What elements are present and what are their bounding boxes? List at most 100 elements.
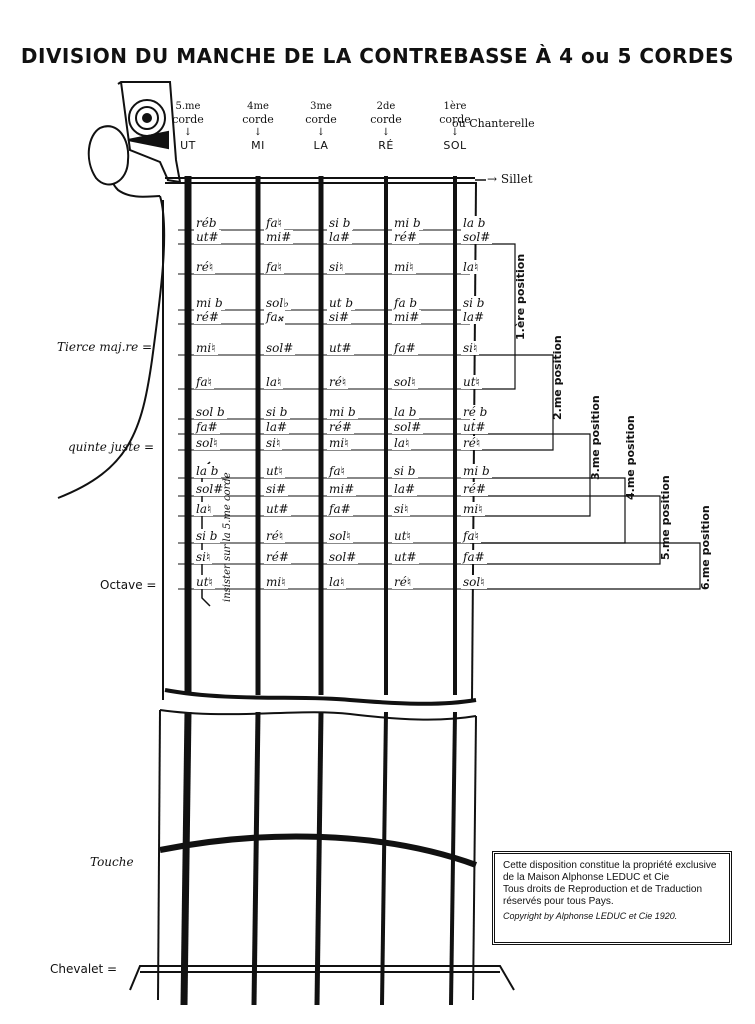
note-label: sol♮ (327, 529, 353, 543)
chart-title: DIVISION DU MANCHE DE LA CONTREBASSE À 4… (20, 44, 735, 68)
note-label: sol# (461, 230, 493, 244)
note-label: la♮ (461, 260, 481, 274)
note-label: fa# (392, 341, 418, 355)
string-word: corde (305, 113, 337, 126)
note-label: mi♮ (327, 436, 351, 450)
note-label: sol# (392, 420, 424, 434)
string-ordinal: 4me (247, 101, 269, 112)
string-ordinal: 3me (310, 101, 332, 112)
string-name: UT (180, 139, 196, 152)
position-bracket (470, 243, 516, 390)
note-label: ut♮ (264, 464, 285, 478)
note-label: sol# (194, 482, 226, 496)
note-label: fa♮ (264, 260, 284, 274)
note-label: si b (327, 216, 353, 230)
note-label: la b (392, 405, 419, 419)
note-label: si♮ (461, 341, 480, 355)
note-label: fa# (327, 502, 353, 516)
insist-note: insister sur la 5.me corde (222, 472, 233, 602)
position-label: 3.me position (589, 395, 602, 480)
note-label: sol♮ (392, 375, 418, 389)
note-label: fa b (392, 296, 420, 310)
copyright-line: réservés pour tous Pays. (503, 896, 614, 907)
note-label: ut♮ (194, 575, 215, 589)
string-line (314, 711, 324, 1006)
note-label: fa# (461, 550, 487, 564)
quinte-label: quinte juste = (68, 440, 155, 454)
fret-lines (178, 229, 470, 590)
string-name: LA (313, 139, 329, 152)
note-label: sol# (264, 341, 296, 355)
string-ordinal: 1ère (443, 101, 467, 112)
position-bracket (470, 542, 701, 590)
string-name: SOL (443, 139, 467, 152)
position-label: 1.ère position (514, 253, 527, 340)
copyright-line: Cette disposition constitue la propriété… (503, 860, 717, 871)
note-label: fa♮ (264, 216, 284, 230)
note-label: ré♮ (461, 436, 483, 450)
note-label: si♮ (194, 550, 213, 564)
position-brackets (201, 243, 701, 607)
note-label: fa♮ (194, 375, 214, 389)
string-line (380, 711, 388, 1006)
tierce-label: Tierce maj.re = (57, 340, 153, 354)
note-label: la# (264, 420, 290, 434)
note-label: fa𝄪 (264, 310, 285, 325)
note-label: sol♭ (264, 296, 291, 310)
note-label: réb (194, 216, 219, 230)
position-label: 5.me position (659, 475, 672, 560)
string-word: corde (242, 113, 274, 126)
chanterelle-label: ou Chanterelle (452, 117, 535, 130)
note-label: mi b (461, 464, 492, 478)
position-bracket (470, 433, 591, 517)
note-label: mi b (392, 216, 423, 230)
string-word: corde (370, 113, 402, 126)
note-label: ut# (264, 502, 291, 516)
position-label: 4.me position (624, 415, 637, 500)
note-label: mi# (327, 482, 357, 496)
string-word: corde (439, 113, 471, 126)
note-label: ut♮ (461, 375, 482, 389)
note-label: sol♮ (461, 575, 487, 589)
down-arrow-icon: ↓ (253, 127, 263, 138)
note-label: la♮ (194, 502, 214, 516)
string-ordinal: 2de (376, 101, 396, 112)
note-label: mi# (264, 230, 294, 244)
string-name: MI (251, 139, 265, 152)
note-label: si b (194, 529, 220, 543)
note-label: si b (461, 296, 487, 310)
note-label: ré# (327, 420, 354, 434)
copyright-box: Cette disposition constitue la propriété… (492, 851, 732, 945)
note-label: mi# (392, 310, 422, 324)
note-label: fa♮ (461, 529, 481, 543)
note-label: ré♮ (327, 375, 349, 389)
note-label: ré♮ (264, 529, 286, 543)
down-arrow-icon: ↓ (450, 127, 460, 138)
position-label: 6.me position (699, 505, 712, 590)
note-label: ré♮ (194, 260, 216, 274)
touche-label: Touche (90, 855, 134, 869)
note-label: mi♮ (194, 341, 218, 355)
note-label: la♮ (327, 575, 347, 589)
note-label: mi♮ (392, 260, 416, 274)
note-label: ré♮ (392, 575, 414, 589)
down-arrow-icon: ↓ (381, 127, 391, 138)
note-label: fa♮ (327, 464, 347, 478)
note-label: si# (264, 482, 289, 496)
note-label: mi b (327, 405, 358, 419)
note-label: ut b (327, 296, 356, 310)
position-label: 2.me position (551, 335, 564, 420)
note-label: si# (327, 310, 352, 324)
note-label: ut# (461, 420, 488, 434)
note-label: sol# (327, 550, 359, 564)
note-label: sol♮ (194, 436, 220, 450)
note-label: la b (461, 216, 488, 230)
note-label: ré# (264, 550, 291, 564)
note-label: la♮ (392, 436, 412, 450)
